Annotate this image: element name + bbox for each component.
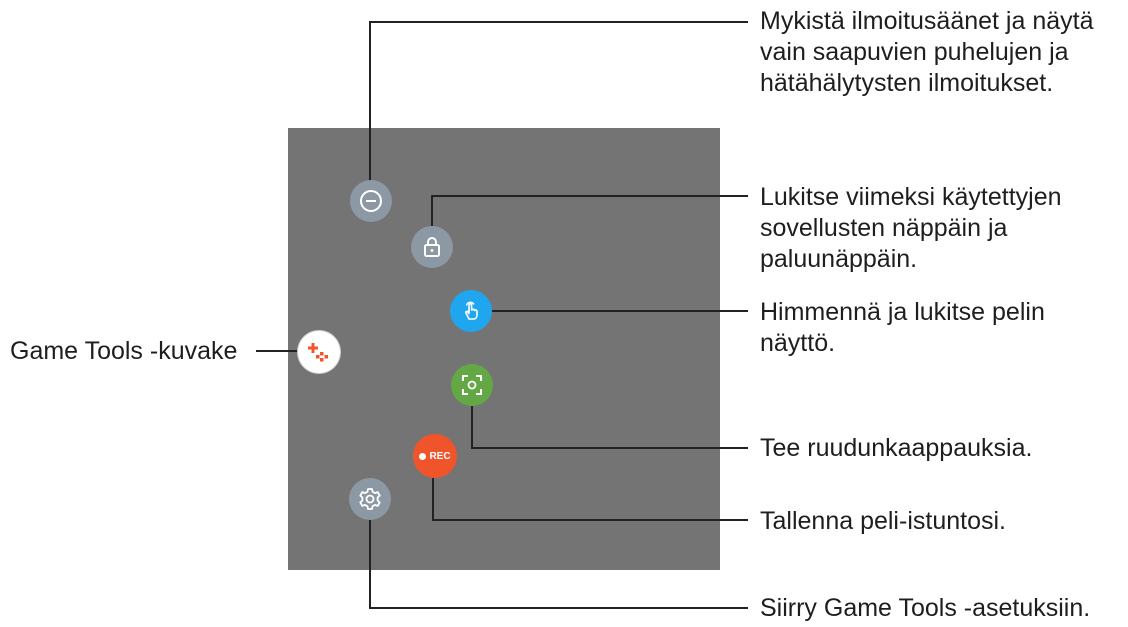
lock-icon: [424, 237, 440, 257]
label-game-tools-icon: Game Tools -kuvake: [10, 337, 238, 365]
label-touch-lock: Himmennä ja lukitse pelin näyttö.: [760, 298, 1045, 357]
mute-notifications-button[interactable]: [350, 180, 392, 222]
game-tools-button[interactable]: [298, 331, 340, 373]
leader-settings: [369, 518, 748, 609]
record-icon: [419, 452, 427, 460]
record-button[interactable]: REC: [413, 434, 457, 478]
label-screenshot: Tee ruudunkaappauksia.: [760, 434, 1033, 462]
game-tools-icon: [308, 343, 328, 362]
label-settings: Siirry Game Tools -asetuksiin.: [760, 594, 1091, 622]
label-lock-keys: Lukitse viimeksi käytettyjen sovellusten…: [760, 183, 1062, 273]
screenshot-button[interactable]: [451, 364, 493, 406]
leader-screenshot: [471, 406, 748, 449]
screen-capture-icon: [462, 375, 482, 395]
record-button-label: REC: [429, 450, 451, 462]
label-mute-notifications: Mykistä ilmoitusäänet ja näytä vain saap…: [760, 7, 1094, 97]
touch-lock-button[interactable]: [450, 290, 492, 332]
lock-keys-button[interactable]: [411, 226, 453, 268]
leader-mute: [369, 21, 748, 184]
label-record: Tallenna peli-istuntosi.: [760, 507, 1006, 535]
minus-circle-icon: [360, 190, 382, 212]
leader-lock: [431, 195, 748, 232]
leader-record: [432, 478, 748, 521]
gear-icon: [359, 488, 381, 510]
settings-button[interactable]: [349, 478, 391, 520]
touch-hand-icon: [465, 301, 478, 320]
